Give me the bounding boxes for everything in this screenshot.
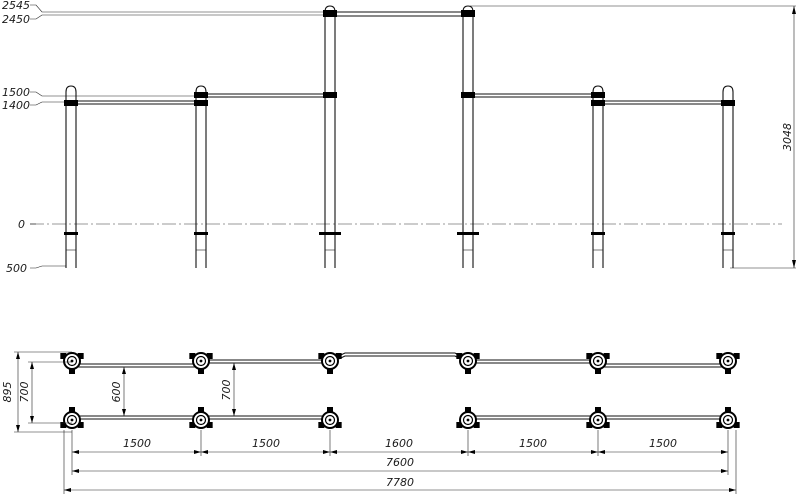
overall-length-label: 7780 <box>386 476 414 489</box>
level-label-1500: 1500 <box>2 86 30 99</box>
bar <box>206 93 325 98</box>
span-label: 1600 <box>385 437 413 450</box>
post <box>457 5 479 268</box>
level-label-2545: 2545 <box>2 0 30 12</box>
elevation-view: 2545 2450 1500 1400 0 500 3048 <box>2 0 796 275</box>
overall-height-label: 3048 <box>781 123 794 151</box>
post-fitting <box>60 407 84 429</box>
front-row-bars <box>72 415 728 420</box>
bar <box>473 93 593 98</box>
post <box>64 85 78 268</box>
plan-outer-depth-label: 700 <box>18 382 31 403</box>
depth-dimensions <box>14 351 236 433</box>
plan-post-fittings <box>60 352 740 429</box>
post <box>194 85 208 268</box>
post-fitting <box>716 352 740 374</box>
post-fitting <box>189 407 213 429</box>
bar <box>603 100 723 105</box>
span-label: 1500 <box>123 437 151 450</box>
level-leaders <box>30 4 796 269</box>
level-label-1400: 1400 <box>2 99 30 112</box>
plan-inner-depth-right-label: 700 <box>220 380 233 401</box>
post-fitting <box>716 407 740 429</box>
plan-view: 895 700 600 700 1500 1500 1600 1500 1500… <box>1 351 740 494</box>
total-axes-length-label: 7600 <box>386 456 414 469</box>
plan-overall-depth-label: 895 <box>1 382 14 403</box>
post-fitting <box>60 352 84 374</box>
back-row-bars <box>72 352 728 368</box>
foundation-anchors <box>64 232 735 235</box>
post-fitting <box>318 352 342 374</box>
span-label: 1500 <box>519 437 547 450</box>
post <box>319 5 341 268</box>
plan-inner-depth-left-label: 600 <box>110 382 123 403</box>
bar-clamps <box>64 10 735 106</box>
horizontal-bars <box>76 11 723 105</box>
post-fitting <box>456 352 480 374</box>
bar <box>335 11 463 17</box>
span-label: 1500 <box>649 437 677 450</box>
post-fitting <box>586 352 610 374</box>
post <box>591 85 605 268</box>
bar <box>76 100 196 105</box>
span-label: 1500 <box>252 437 280 450</box>
post-fitting <box>189 352 213 374</box>
post-fitting <box>586 407 610 429</box>
posts <box>64 5 735 268</box>
post-fitting <box>456 407 480 429</box>
level-label-0: 0 <box>18 218 25 231</box>
level-label-500: 500 <box>6 262 27 275</box>
span-dimensions <box>63 430 737 494</box>
level-label-2450: 2450 <box>2 13 30 26</box>
post <box>721 85 735 268</box>
post-fitting <box>318 407 342 429</box>
